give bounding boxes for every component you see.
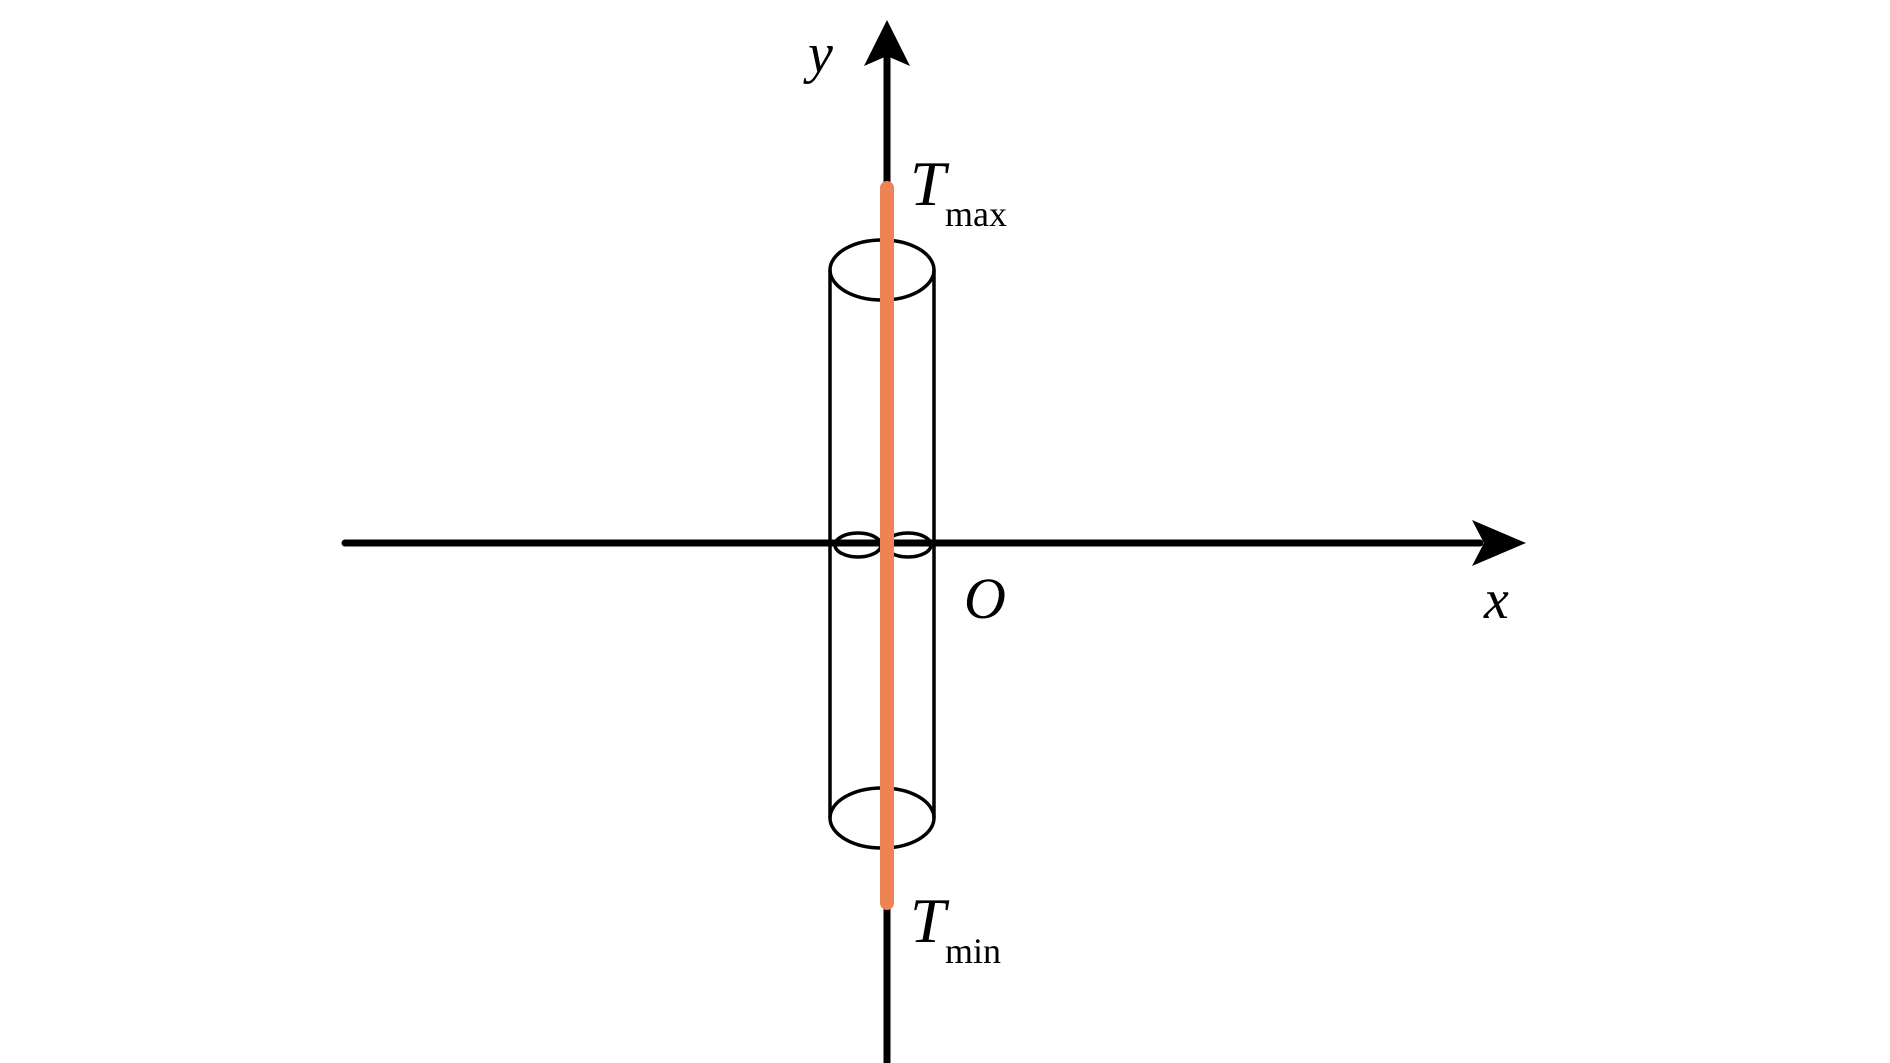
x-axis-arrowhead [1472, 520, 1526, 566]
y-axis-label: y [803, 23, 833, 85]
origin-label: O [964, 566, 1006, 631]
x-axis [341, 520, 1526, 566]
t-max-subscript: max [945, 194, 1007, 234]
x-axis-label: x [1483, 569, 1509, 631]
t-min-label: T [910, 885, 950, 956]
cylinder-bottom-ellipse [828, 786, 936, 850]
t-max-label: T [910, 148, 950, 219]
t-min-subscript: min [945, 931, 1001, 971]
y-axis-arrowhead [864, 20, 910, 66]
